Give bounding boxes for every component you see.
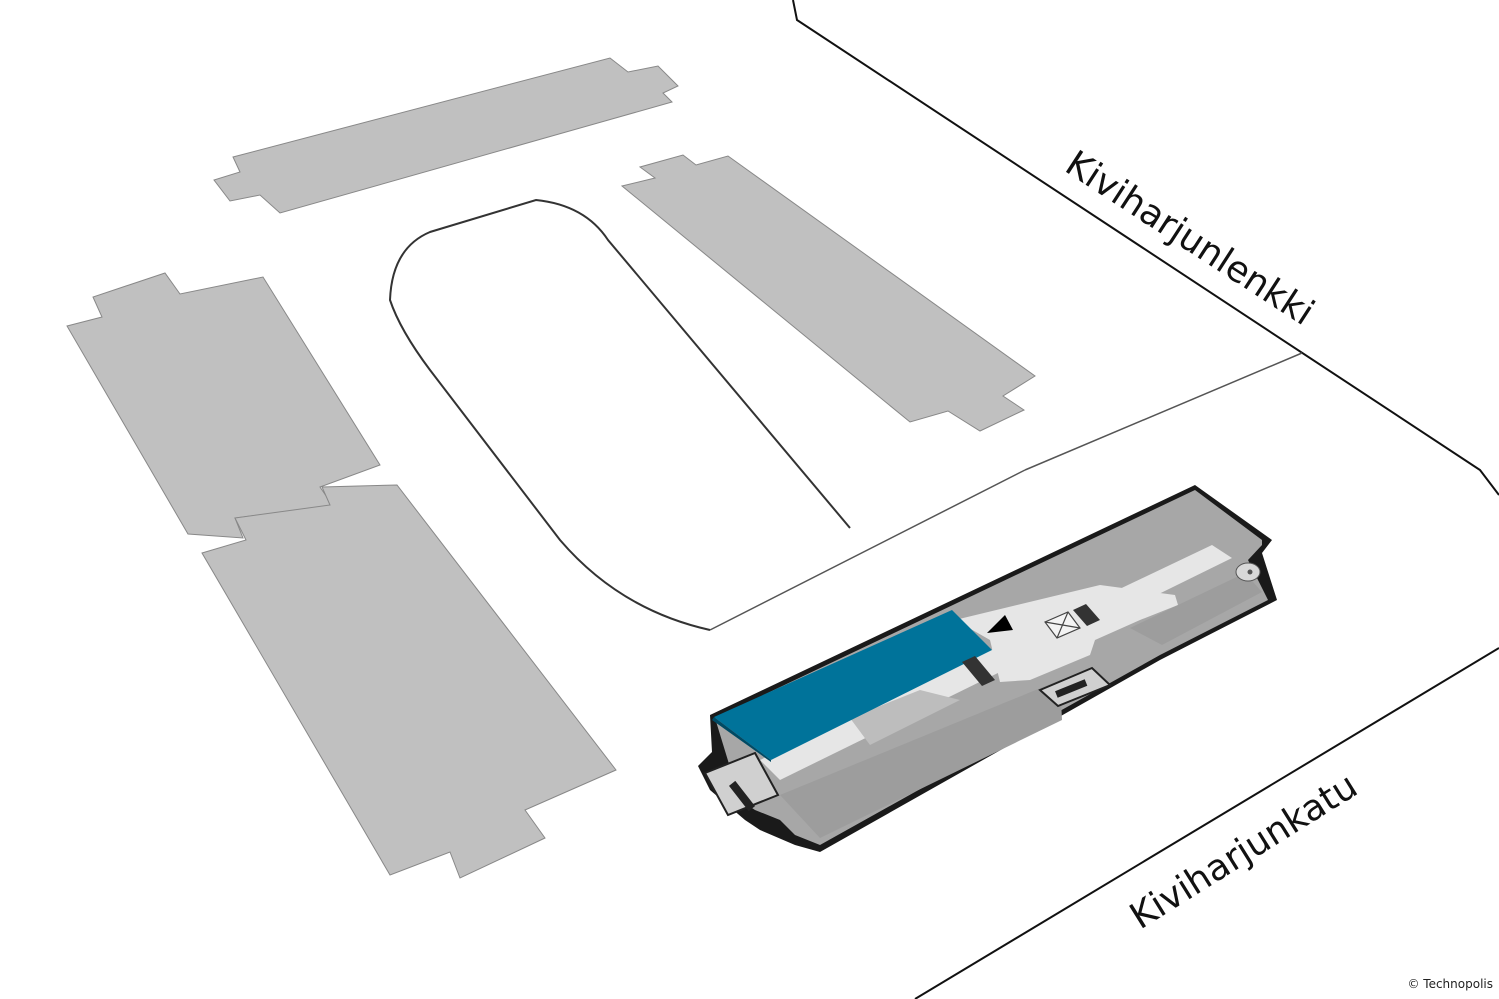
side-road-line-2 — [709, 469, 1026, 631]
roof-hatches — [703, 666, 1112, 817]
stairs-icon — [962, 656, 995, 686]
street-lines — [792, 0, 1499, 999]
neighbouring-buildings — [66, 57, 1036, 879]
building-west-north — [66, 272, 381, 539]
building-east — [620, 154, 1036, 432]
south-block — [780, 680, 1062, 838]
main-building — [698, 485, 1277, 852]
parking-loop-road — [388, 198, 851, 631]
highlighted-area-edge — [712, 717, 771, 762]
mid-room — [850, 690, 960, 745]
east-wing — [1130, 573, 1262, 645]
building-north — [213, 57, 679, 214]
highlighted-area[interactable] — [714, 610, 992, 760]
side-road-line — [1024, 352, 1303, 471]
elevator-icon — [1044, 611, 1081, 639]
copyright-notice: © Technopolis — [1407, 977, 1493, 991]
entrance-arrow-icon[interactable] — [987, 615, 1013, 633]
building-west-south — [201, 484, 617, 879]
street-label-kiviharjunlenkki: Kiviharjunlenkki — [1058, 143, 1321, 334]
stairs-icon-2 — [1073, 604, 1100, 626]
